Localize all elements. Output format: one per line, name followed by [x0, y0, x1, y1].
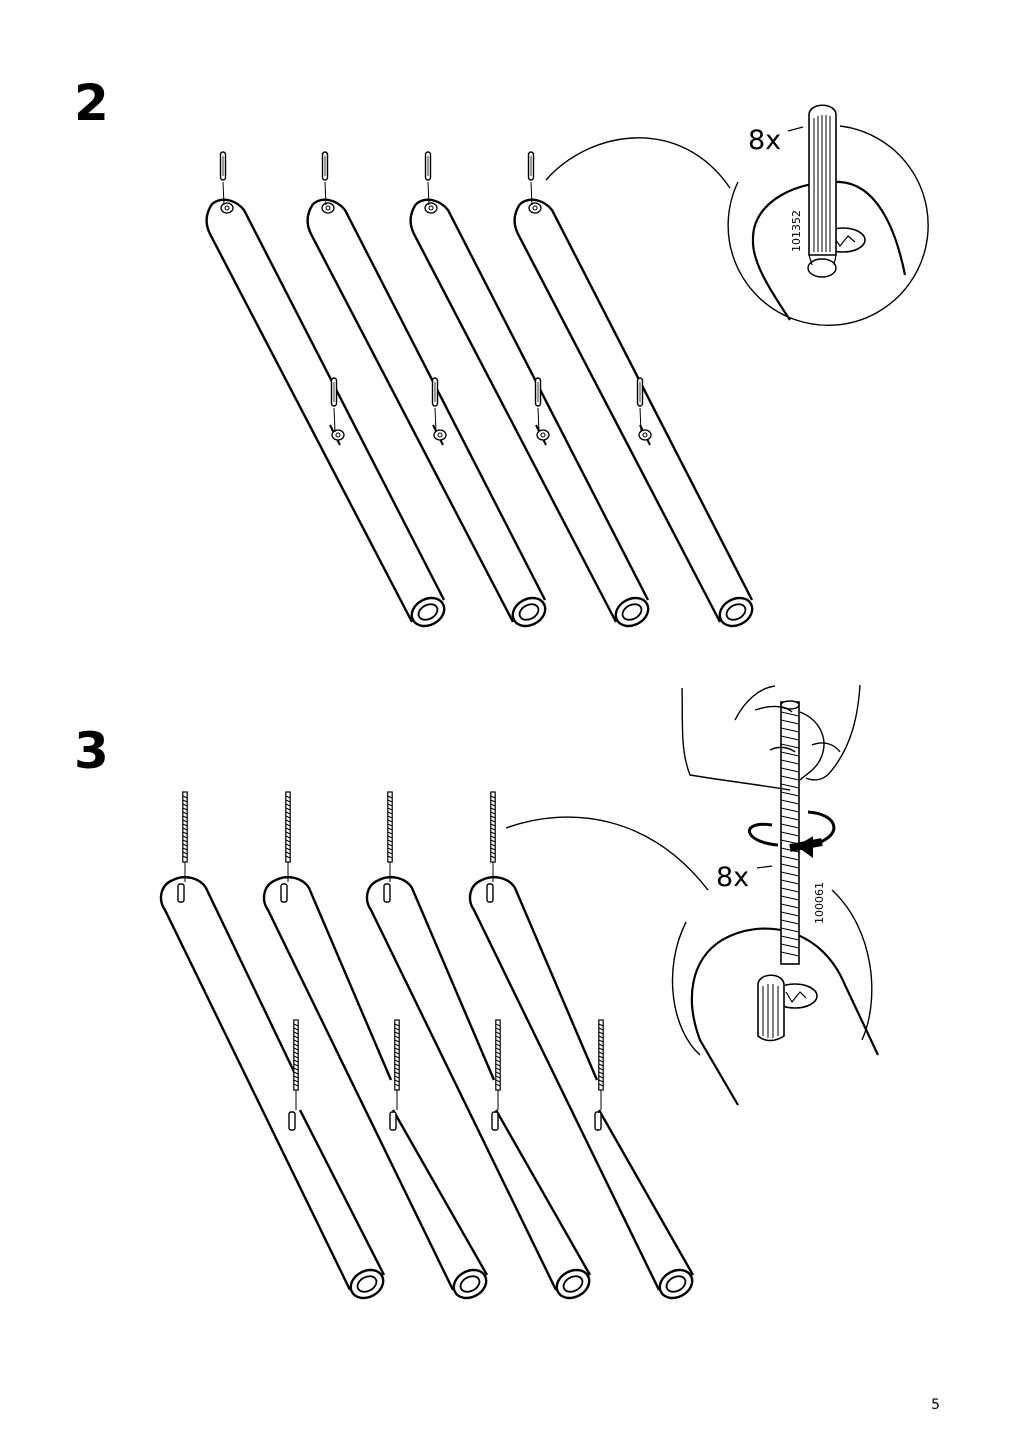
callout-connector: [545, 137, 731, 189]
leg-tube: [262, 878, 455, 1291]
callout-quantity: 8x: [716, 862, 749, 893]
dowel-pin: [389, 1111, 397, 1131]
dowel-pin-large: [807, 104, 837, 278]
rotate-arrow-icon: [748, 810, 836, 858]
dowel-hole: [528, 202, 542, 214]
dowel-pin: [383, 883, 391, 903]
threaded-rod: [285, 791, 291, 863]
part-number: 100061: [813, 882, 826, 924]
threaded-rod: [598, 1019, 604, 1091]
part-number: 101352: [790, 210, 803, 252]
dowel-pin: [177, 883, 185, 903]
dowel-pin: [424, 151, 432, 181]
dowel-pin: [486, 883, 494, 903]
threaded-rod: [387, 791, 393, 863]
dowel-pin: [288, 1111, 296, 1131]
step-3-illustration: 8x 100061: [159, 684, 879, 1300]
callout-connector: [505, 816, 709, 891]
hand-illustration: [681, 684, 861, 791]
dowel-pin: [534, 377, 542, 407]
dowel-pin: [280, 883, 288, 903]
dowel-pin: [321, 151, 329, 181]
dowel-pin: [431, 377, 439, 407]
dowel-hole: [220, 202, 234, 214]
dowel-pin-large: [757, 974, 785, 1042]
threaded-rod: [495, 1019, 501, 1091]
step-2-callout: 8x 101352: [727, 104, 929, 326]
callout-quantity: 8x: [748, 125, 781, 156]
step-3-number: 3: [74, 722, 109, 780]
step-3-callout: 8x 100061: [671, 684, 879, 1106]
dowel-pin: [330, 377, 338, 407]
dowel-pin: [219, 151, 227, 181]
leg-tube: [409, 198, 655, 633]
dowel-pin: [491, 1111, 499, 1131]
leg-tube: [365, 878, 558, 1291]
threaded-rod: [182, 791, 188, 863]
dowel-hole: [331, 429, 345, 441]
threaded-rod: [293, 1019, 299, 1091]
threaded-rod: [394, 1019, 400, 1091]
threaded-rod-large: [780, 700, 800, 965]
leg-tube: [468, 878, 661, 1291]
threaded-rod: [490, 791, 496, 863]
leg-tube: [513, 198, 759, 633]
step-2-number: 2: [74, 74, 109, 132]
dowel-pin: [527, 151, 535, 181]
dowel-pin: [594, 1111, 602, 1131]
dowel-hole: [424, 202, 438, 214]
leg-tube: [159, 878, 352, 1291]
step-2-illustration: 8x 101352: [205, 104, 929, 633]
dowel-pin: [636, 377, 644, 407]
dowel-hole: [321, 202, 335, 214]
page-number: 5: [931, 1397, 940, 1413]
